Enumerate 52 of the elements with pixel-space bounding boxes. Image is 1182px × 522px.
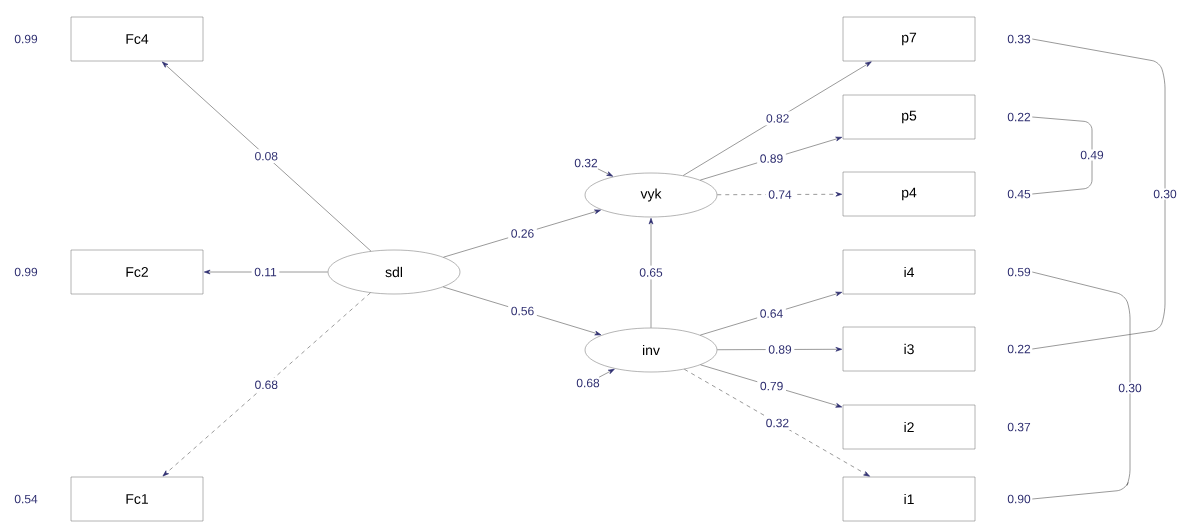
- path-arrow: [443, 209, 601, 258]
- path-arrow: [598, 368, 615, 378]
- variance-value: 0.59: [1007, 267, 1031, 277]
- path-coefficient: 0.79: [757, 379, 786, 393]
- observed-variable-box: i4: [842, 249, 976, 295]
- variance-value: 0.99: [14, 267, 38, 277]
- observed-variable-box: Fc1: [70, 476, 204, 522]
- variance-value: 0.33: [1007, 34, 1031, 44]
- path-coefficient: 0.11: [251, 265, 280, 279]
- path-arrow: [684, 368, 870, 477]
- path-arrow: [700, 364, 843, 408]
- path-arrow: [162, 61, 372, 252]
- variance-value: 0.90: [1007, 494, 1031, 504]
- path-coefficient: 0.30: [1117, 382, 1143, 394]
- path-arrow: [716, 192, 843, 197]
- path-coefficient: 0.89: [765, 342, 795, 357]
- variance-value: 0.45: [1007, 189, 1031, 199]
- observed-variable-box: p4: [842, 171, 976, 217]
- path-coefficient: 0.64: [757, 306, 786, 321]
- covariance-curve: [1031, 38, 1166, 350]
- observed-variable-box: Fc2: [70, 249, 204, 295]
- path-coefficient: 0.74: [765, 187, 795, 202]
- path-coefficient: 0.26: [508, 226, 537, 241]
- observed-variable-box: i3: [842, 326, 976, 372]
- variance-value: 0.37: [1007, 422, 1031, 432]
- observed-variable-box: p5: [842, 94, 976, 140]
- path-coefficient: 0.30: [1152, 188, 1178, 200]
- covariance-curve: [1031, 116, 1093, 195]
- covariance-curve: [1031, 271, 1131, 500]
- variance-value: 0.68: [576, 378, 600, 388]
- variance-value: 0.22: [1007, 344, 1031, 354]
- observed-variable-box: i2: [842, 404, 976, 450]
- path-coefficient: 0.89: [757, 151, 786, 166]
- variance-value: 0.54: [14, 494, 38, 504]
- variance-value: 0.32: [574, 158, 598, 168]
- path-arrow: [162, 292, 371, 477]
- path-coefficient: 0.08: [251, 149, 281, 164]
- variance-value: 0.22: [1007, 112, 1031, 122]
- path-arrow: [442, 286, 602, 336]
- path-coefficient: 0.65: [636, 265, 666, 280]
- path-coefficient: 0.82: [763, 111, 793, 126]
- path-arrow: [682, 61, 872, 176]
- path-coefficient: 0.49: [1079, 149, 1105, 161]
- observed-variable-box: Fc4: [70, 16, 204, 62]
- variance-value: 0.99: [14, 34, 38, 44]
- path-coefficient: 0.32: [763, 416, 792, 430]
- observed-variable-box: i1: [842, 476, 976, 522]
- path-coefficient: 0.68: [251, 377, 281, 392]
- path-arrow: [648, 218, 654, 329]
- path-arrow: [597, 168, 614, 177]
- path-coefficient: 0.56: [508, 304, 537, 318]
- observed-variable-box: p7: [842, 16, 976, 62]
